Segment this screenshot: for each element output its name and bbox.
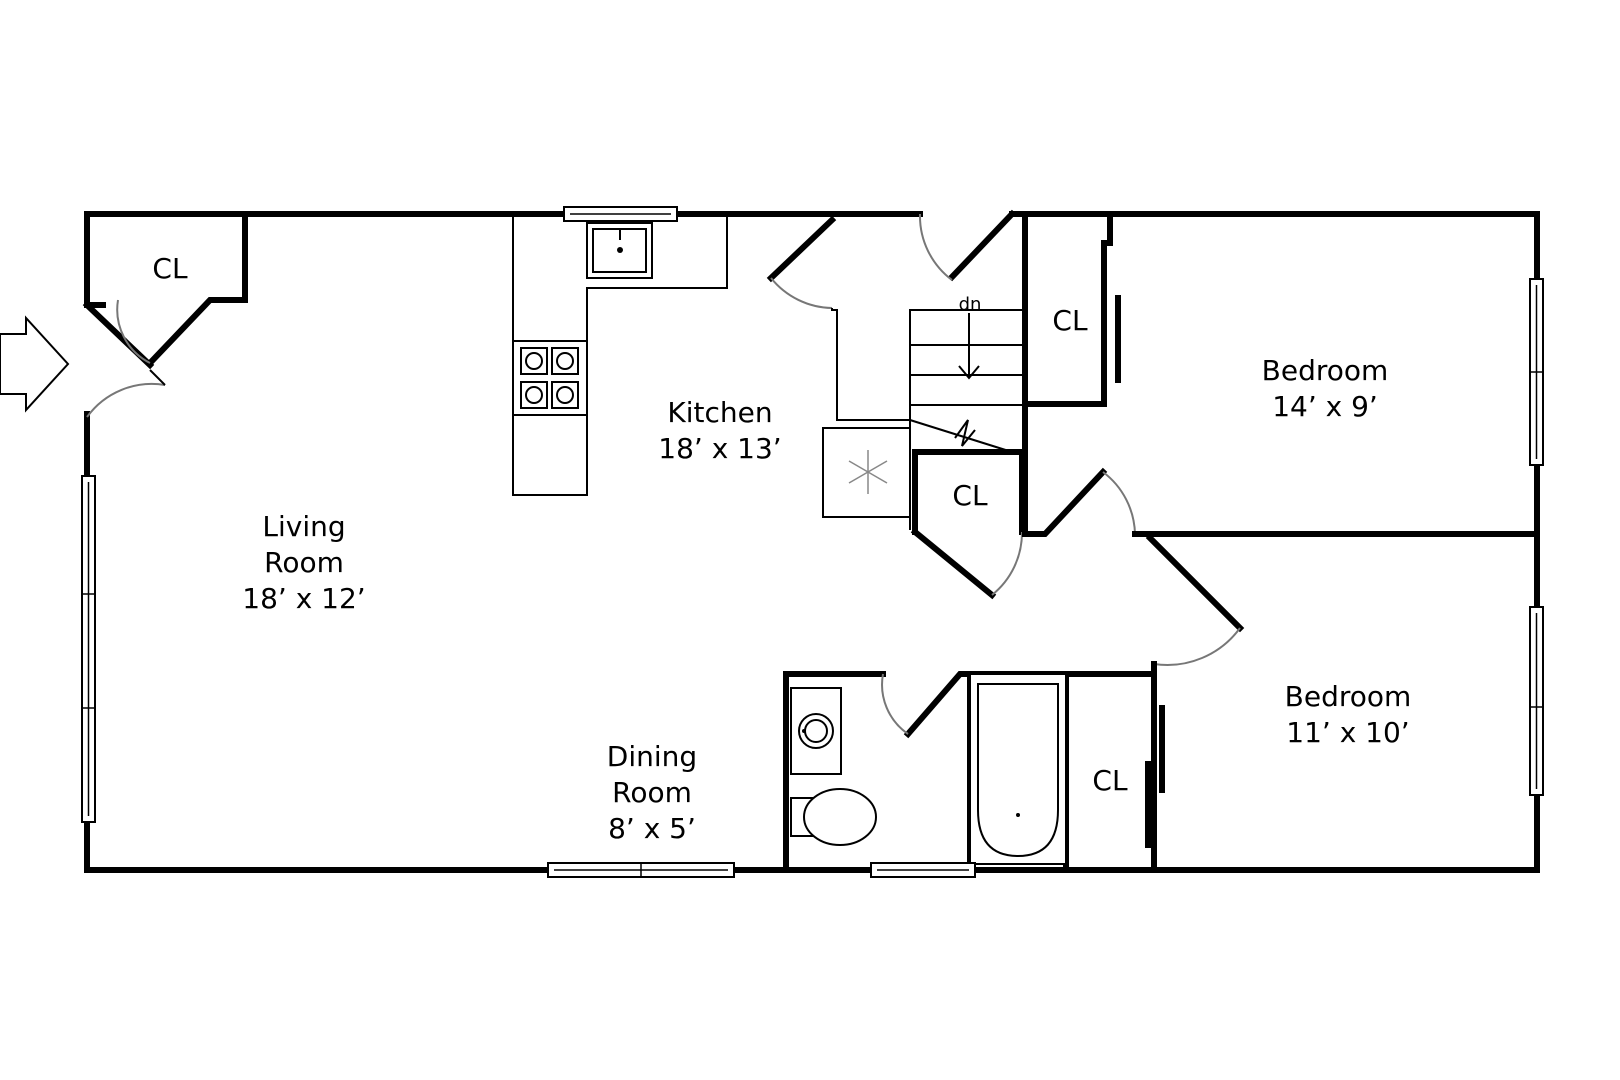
entry-closet: CL (82, 211, 248, 370)
bedroom1-name: Bedroom (1262, 354, 1389, 387)
dining-room-label: Dining Room 8’ x 5’ (607, 740, 697, 845)
kitchen-label: Kitchen 18’ x 13’ (658, 396, 781, 465)
dining-room-name2: Room (612, 776, 692, 809)
snowflake-icon (848, 450, 888, 494)
bedroom1-closet: CL (1022, 211, 1121, 537)
kitchen-back-door[interactable] (766, 213, 953, 309)
bathroom (783, 671, 1157, 873)
bathtub-icon (969, 673, 1067, 865)
stair-closet: CL (910, 449, 1025, 600)
bathroom-window (870, 862, 976, 878)
toilet-icon (790, 788, 877, 846)
kitchen-window (563, 206, 678, 222)
bedroom2-size: 11’ x 10’ (1286, 716, 1409, 749)
bedroom1-door[interactable] (1022, 467, 1540, 537)
front-door[interactable] (84, 369, 166, 418)
living-room-window (81, 475, 96, 823)
bedroom2-closet: CL (1063, 661, 1165, 873)
living-room-label: Living Room 18’ x 12’ (242, 510, 365, 615)
living-room-name2: Room (264, 546, 344, 579)
bedroom2-door[interactable] (1145, 533, 1245, 666)
closet-label-hall: CL (1052, 304, 1088, 337)
kitchen-counters (512, 214, 728, 496)
bedroom1-label: Bedroom 14’ x 9’ (1262, 354, 1389, 423)
bedroom2-name: Bedroom (1285, 680, 1412, 713)
bedroom1-size: 14’ x 9’ (1272, 390, 1378, 423)
stairs-label: dn (959, 294, 982, 315)
bedroom1-window (1529, 278, 1544, 466)
dining-room-name: Dining (607, 740, 697, 773)
closet-label-entry: CL (152, 252, 188, 285)
living-room-name: Living (262, 510, 345, 543)
closet-label-stair: CL (952, 479, 988, 512)
refrigerator (822, 427, 911, 518)
kitchen-size: 18’ x 13’ (658, 432, 781, 465)
bedroom2-window (1529, 606, 1544, 796)
stove-burners-icon (512, 340, 588, 416)
kitchen-name: Kitchen (667, 396, 772, 429)
living-room-size: 18’ x 12’ (242, 582, 365, 615)
bedroom2-label: Bedroom 11’ x 10’ (1285, 680, 1412, 749)
dining-room-size: 8’ x 5’ (608, 812, 696, 845)
closet-label-bedroom2: CL (1092, 764, 1128, 797)
entry-arrow-icon (0, 315, 70, 413)
dining-room-window (547, 862, 735, 878)
